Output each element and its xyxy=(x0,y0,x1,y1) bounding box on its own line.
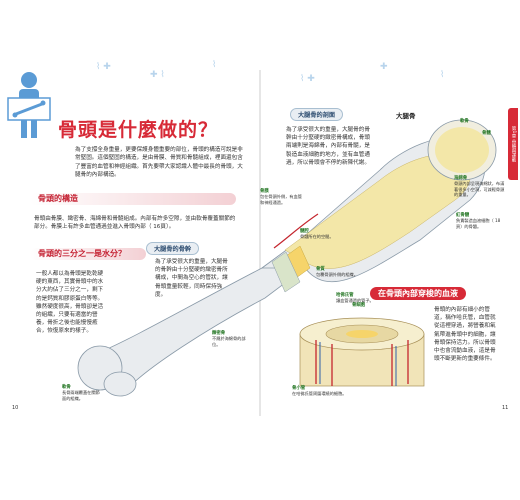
label-marrow-cavity: 髓腔骨髓所在的空間。 xyxy=(300,229,334,240)
bone-cross-section-illustration xyxy=(299,317,425,387)
label-red-marrow: 紅骨髓負責製造血液細胞（ 18頁）的骨髓。 xyxy=(456,213,501,229)
label-compact-mid: 骨質包覆骨頭外側的組織。 xyxy=(316,267,358,278)
label-cartilage-top: 軟骨 xyxy=(460,119,469,124)
label-periosteum: 骨膜包在骨頭外側，有血管和神經通過。 xyxy=(260,189,302,205)
bone-decoration: ⌇ xyxy=(212,60,217,70)
label-cartilage-low: 軟骨長骨兩端覆蓋在關節面的組織。 xyxy=(62,385,100,401)
label-osteon: 哈佛氏管讓血管通過的管子。 xyxy=(336,293,374,304)
structure-text: 骨頭由骨膜、緻密骨、海綿骨和骨髓組成。內部有許多空隙，並由軟骨覆蓋關節的部分。骨… xyxy=(34,216,236,231)
chapter-tab: 第1章 骨骼與運動 xyxy=(508,108,518,180)
book-gutter xyxy=(259,70,261,416)
label-bone-cell: 骨細胞 xyxy=(352,303,366,308)
femur-section-badge: 大腿骨的剖面 xyxy=(290,108,344,121)
bone-decoration: ⌇ ✚ xyxy=(96,62,111,72)
section-heading-structure: 骨頭的構造 xyxy=(30,193,236,205)
femur-text: 為了承受很大的重量，大腿骨的骨幹由十分堅硬的緻密骨構成，骨頭兩端則是海綿骨，內部… xyxy=(286,127,370,166)
intro-paragraph: 為了支撐全身重量，更要保護身體重要的部位，骨頭的構造可說是非常堅固。這個堅固的構… xyxy=(75,147,243,178)
section-heading-water: 骨頭的三分之一是水分？ xyxy=(30,248,146,260)
bone-decoration: ✚ ⌇ xyxy=(150,70,165,80)
page-number-right: 11 xyxy=(502,405,509,411)
page-title: 骨頭是什麼做的？ xyxy=(58,119,219,141)
skeleton-icon xyxy=(7,72,51,138)
label-marrow-right: 骨髓 xyxy=(482,131,491,136)
shaft-badge: 大腿骨的骨幹 xyxy=(146,242,200,255)
femur-label: 大腿骨 xyxy=(396,112,416,120)
water-text: 一般人都以為骨頭是乾乾硬硬的東西，其實骨頭中的水分大約佔了三分之一，剩下的是鈣質… xyxy=(36,271,104,335)
blood-text: 骨頭的內部有細小的管道，稱作哈氏管，血管就從這裡穿過，將營養和氧氣帶進骨頭中的細… xyxy=(434,307,496,363)
bone-decoration: ⌇ xyxy=(440,70,445,80)
shaft-text: 為了承受很大的重量，大腿骨的骨幹由十分堅硬的緻密骨所構成，中間為空心的管狀，讓骨… xyxy=(155,259,228,298)
label-compact-low: 緻密骨不屬於海綿骨的部位。 xyxy=(212,331,246,347)
page-number-left: 10 xyxy=(12,405,19,411)
bone-decoration: ✚ xyxy=(380,62,388,72)
label-bone-matrix: 骨小管在哈佛氏管周圍環繞的細胞。 xyxy=(292,386,347,397)
section-heading-blood: 在骨頭內部穿梭的血液 xyxy=(370,287,466,300)
label-spongy: 海綿骨骨頭內部呈現海綿狀，布滿著很多小空洞，可減輕骨頭的重量。 xyxy=(454,176,505,198)
bone-decoration: ⌇ ✚ xyxy=(300,74,315,84)
